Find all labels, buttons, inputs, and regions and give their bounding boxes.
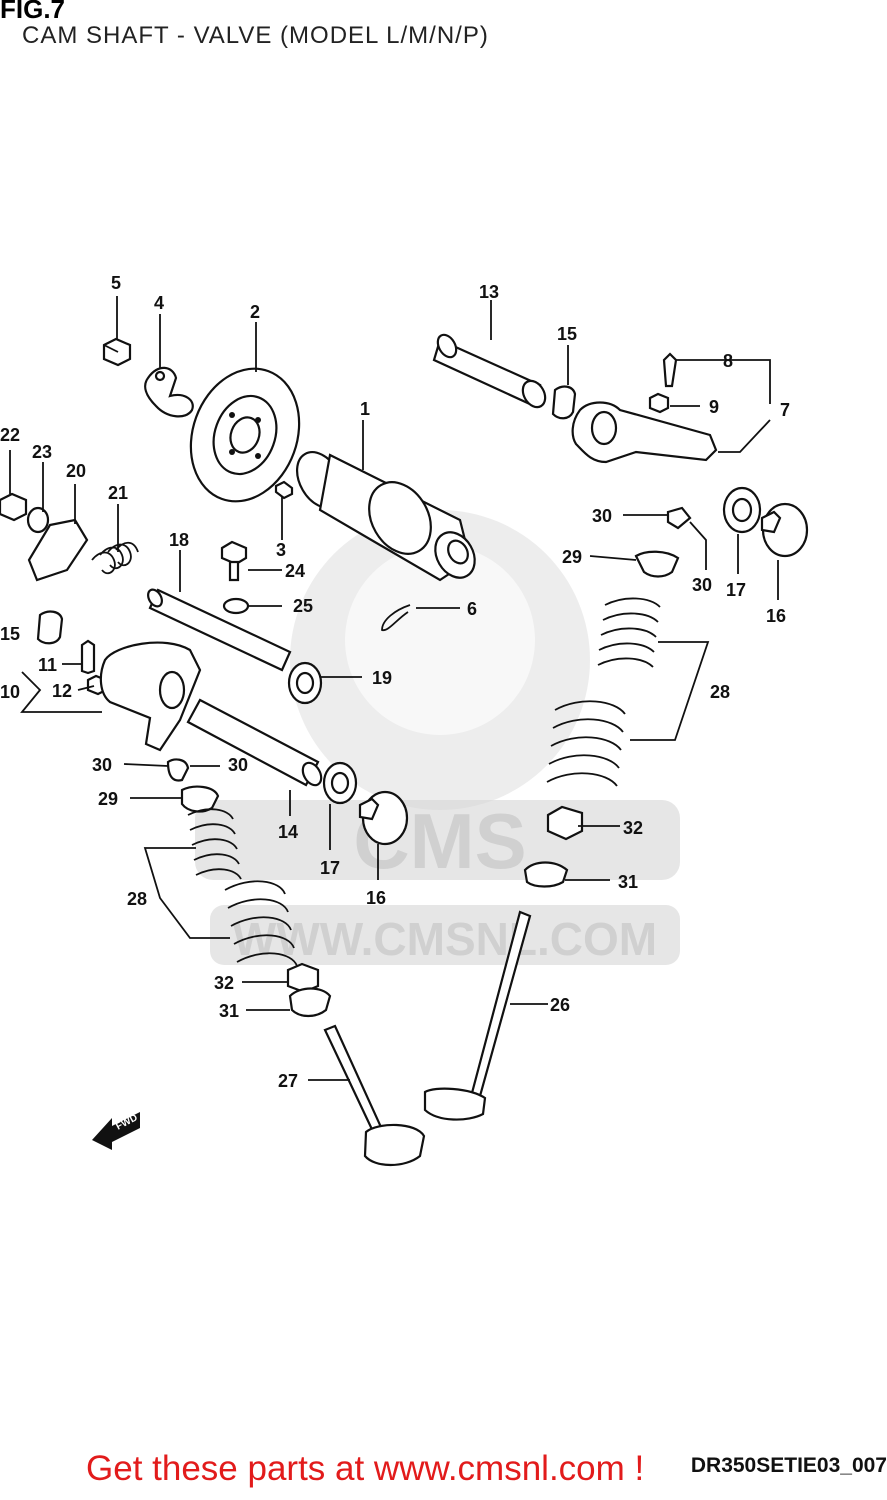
callout-7: 7: [780, 400, 790, 420]
part-10-rocker-arm: [99, 641, 202, 752]
callout-30-right-b: 30: [692, 575, 712, 595]
callout-17-right: 17: [726, 580, 746, 600]
part-1-camshaft: [295, 451, 476, 582]
callout-13: 13: [479, 282, 499, 302]
part-14-rocker-shaft: [186, 698, 323, 787]
part-17-seal: [722, 486, 762, 534]
callout-21: 21: [108, 483, 128, 503]
callout-15-right: 15: [557, 324, 577, 344]
callout-18: 18: [169, 530, 189, 550]
diagram-code: DR350SETIE03_007: [690, 1454, 887, 1477]
callout-31-left: 31: [219, 1001, 239, 1021]
callout-25: 25: [293, 596, 313, 616]
part-31-valve-guide-left: [288, 987, 332, 1018]
callout-32-left: 32: [214, 973, 234, 993]
part-28-valve-springs-left: [187, 808, 298, 967]
callout-23: 23: [32, 442, 52, 462]
callout-30-left-a: 30: [92, 755, 112, 775]
callout-6: 6: [467, 599, 477, 619]
callout-27: 27: [278, 1071, 298, 1091]
part-24-bolt: [220, 540, 248, 582]
callout-26: 26: [550, 995, 570, 1015]
leader-lines: [9, 296, 779, 1081]
watermark-url: WWW.CMSNL.COM: [233, 913, 657, 965]
callout-14: 14: [278, 822, 298, 842]
callout-1: 1: [360, 399, 370, 419]
callout-16-lower: 16: [366, 888, 386, 908]
callout-30-left-b: 30: [228, 755, 248, 775]
callout-30-right-a: 30: [592, 506, 612, 526]
promo-link[interactable]: Get these parts at www.cmsnl.com !: [86, 1449, 645, 1488]
part-22-nut: [0, 492, 28, 522]
callout-29-left: 29: [98, 789, 118, 809]
callout-28-right: 28: [710, 682, 730, 702]
callout-16-right: 16: [766, 606, 786, 626]
callout-8: 8: [723, 351, 733, 371]
part-16-cap-lower: [358, 790, 409, 846]
part-26-valve: [423, 910, 532, 1121]
callout-3: 3: [276, 540, 286, 560]
callout-10: 10: [0, 682, 20, 702]
callout-20: 20: [66, 461, 86, 481]
callout-labels: 1 2 3 4 5 6 7 8 9 10 11 12 13 14 15 15 1…: [0, 273, 790, 1091]
part-17-seal-lower: [322, 761, 358, 805]
part-29-retainer-left: [180, 785, 220, 813]
callout-15-left: 15: [0, 624, 20, 644]
callout-17-lower: 17: [320, 858, 340, 878]
page-title: CAM SHAFT - VALVE (MODEL L/M/N/P): [22, 22, 489, 49]
part-31-valve-guide: [523, 861, 569, 888]
part-6-clip: [381, 604, 411, 632]
callout-24: 24: [285, 561, 305, 581]
part-5-bolt: [102, 337, 132, 367]
callout-31-right: 31: [618, 872, 638, 892]
part-32-spring-seat-left: [286, 962, 320, 994]
callout-2: 2: [250, 302, 260, 322]
figure-number: FIG.7: [0, 0, 66, 24]
part-28-valve-springs: [546, 597, 661, 787]
part-3-key: [274, 480, 294, 500]
part-15-washer-left: [36, 610, 64, 645]
callout-32-right: 32: [623, 818, 643, 838]
part-11-adjusting-screw: [80, 639, 96, 675]
part-29-retainer: [634, 550, 680, 578]
part-4-bracket: [144, 366, 194, 418]
callout-28-left: 28: [127, 889, 147, 909]
part-16-cap: [760, 502, 809, 558]
part-2-cam-sprocket: [189, 367, 301, 503]
part-15-washer: [551, 385, 577, 420]
fwd-arrow-icon: FWD: [92, 1112, 140, 1150]
part-7-rocker-arm: [571, 401, 718, 464]
part-13-rocker-shaft: [432, 333, 547, 409]
part-21-spring: [91, 541, 139, 575]
part-9-nut: [648, 392, 670, 414]
callout-12: 12: [52, 681, 72, 701]
part-25-washer: [222, 597, 250, 615]
part-32-spring-seat: [546, 805, 584, 841]
part-30-cotter-left: [166, 758, 190, 782]
callout-9: 9: [709, 397, 719, 417]
part-18-shaft: [147, 588, 292, 672]
part-8-adjusting-screw: [662, 352, 678, 388]
part-19-oil-seal: [287, 661, 323, 705]
part-23-washer: [26, 506, 50, 534]
callout-11: 11: [38, 655, 57, 675]
callout-29-right: 29: [562, 547, 582, 567]
callout-22: 22: [0, 425, 20, 445]
callout-4: 4: [154, 293, 164, 313]
callout-5: 5: [111, 273, 121, 293]
part-30-cotter: [666, 506, 692, 530]
part-27-valve: [323, 1024, 426, 1166]
callout-19: 19: [372, 668, 392, 688]
